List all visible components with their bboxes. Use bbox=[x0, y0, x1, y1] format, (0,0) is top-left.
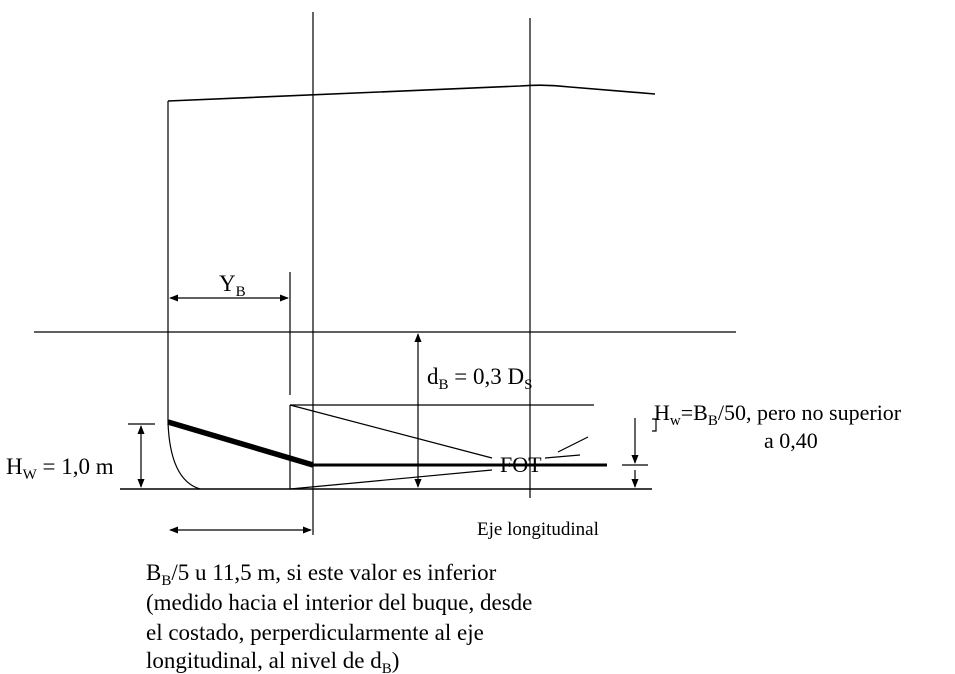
yb-label: YB bbox=[219, 271, 246, 300]
fot-right-lower bbox=[544, 454, 581, 459]
caption-line-4: longitudinal, al nivel de dB) bbox=[146, 648, 399, 674]
fot-right-upper bbox=[557, 436, 589, 453]
caption-line-1: BB/5 u 11,5 m, si este valor es inferior bbox=[146, 560, 497, 589]
fot-upper-taper bbox=[289, 404, 493, 459]
inner-bottom-sloped bbox=[167, 419, 314, 468]
hw-left-label: HW = 1,0 m bbox=[6, 454, 114, 483]
hw-right-bracket bbox=[652, 418, 657, 432]
fot-label: FOT bbox=[500, 452, 542, 477]
hw-right-label: Hw=BB/50, pero no superior bbox=[654, 400, 902, 429]
db-label: dB = 0,3 DS bbox=[427, 364, 532, 393]
fot-lower-taper bbox=[289, 469, 493, 490]
caption-line-2: (medido hacia el interior del buque, des… bbox=[146, 590, 532, 615]
bilge-curve bbox=[167, 421, 201, 490]
centerline-label: Eje longitudinal bbox=[477, 519, 599, 540]
deck-line bbox=[167, 84, 656, 102]
caption-line-3: el costado, perperdicularmente al eje bbox=[146, 620, 484, 645]
hw-right-label-line2: a 0,40 bbox=[764, 428, 818, 453]
